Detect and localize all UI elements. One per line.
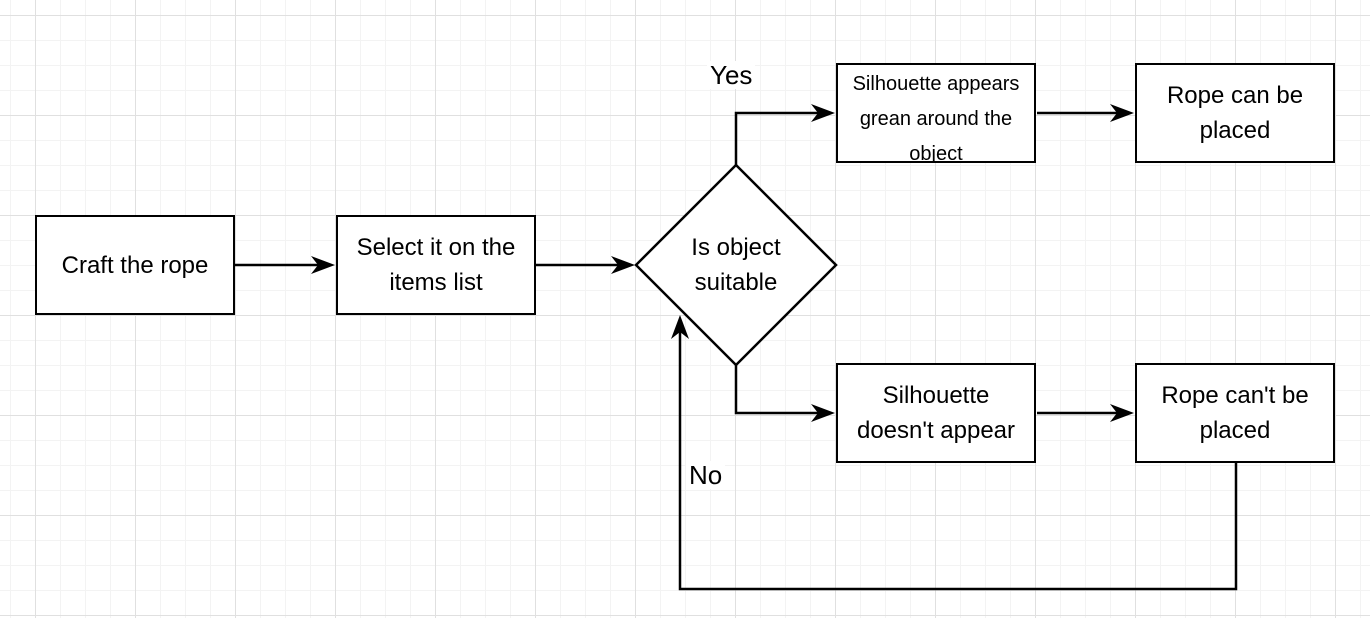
node-decision-label-text: Is object suitable bbox=[691, 234, 781, 296]
node-silhouette-doesnt-appear[interactable]: Silhouette doesn't appear bbox=[836, 363, 1036, 463]
arrowhead-silhouette-doesnt-to-rope-cant bbox=[1110, 404, 1134, 422]
edge-label-yes[interactable]: Yes bbox=[707, 61, 756, 89]
node-select-items-list[interactable]: Select it on the items list bbox=[336, 215, 536, 315]
node-silhouette-appears[interactable]: Silhouette appears grean around the obje… bbox=[836, 63, 1036, 163]
node-craft-the-rope-label: Craft the rope bbox=[61, 251, 209, 279]
node-silhouette-appears-label: Silhouette appears grean around the obje… bbox=[852, 73, 1020, 163]
arrowhead-silhouette-appears-to-rope-can bbox=[1110, 104, 1134, 122]
arrowhead-decision-to-silhouette-doesnt bbox=[811, 404, 835, 422]
node-rope-cant-be-placed[interactable]: Rope can't be placed bbox=[1135, 363, 1335, 463]
node-decision-label[interactable]: Is object suitable bbox=[656, 215, 816, 315]
node-craft-the-rope[interactable]: Craft the rope bbox=[35, 215, 235, 315]
node-select-items-list-label: Select it on the items list bbox=[356, 234, 516, 296]
arrowhead-rope-cant-to-decision bbox=[671, 315, 689, 339]
edge-label-no[interactable]: No bbox=[686, 461, 726, 489]
arrowhead-decision-to-silhouette-appears bbox=[811, 104, 835, 122]
node-silhouette-doesnt-appear-label: Silhouette doesn't appear bbox=[856, 382, 1016, 444]
edge-decision-to-silhouette-appears[interactable] bbox=[734, 111, 818, 165]
node-rope-can-be-placed[interactable]: Rope can be placed bbox=[1135, 63, 1335, 163]
node-rope-cant-be-placed-label: Rope can't be placed bbox=[1161, 382, 1309, 444]
node-rope-can-be-placed-label: Rope can be placed bbox=[1166, 82, 1304, 144]
arrowhead-select-to-decision bbox=[611, 256, 635, 274]
edge-rope-cant-to-decision[interactable] bbox=[678, 332, 1238, 591]
arrowhead-craft-to-select bbox=[311, 256, 335, 274]
edge-decision-to-silhouette-doesnt[interactable] bbox=[734, 365, 818, 415]
